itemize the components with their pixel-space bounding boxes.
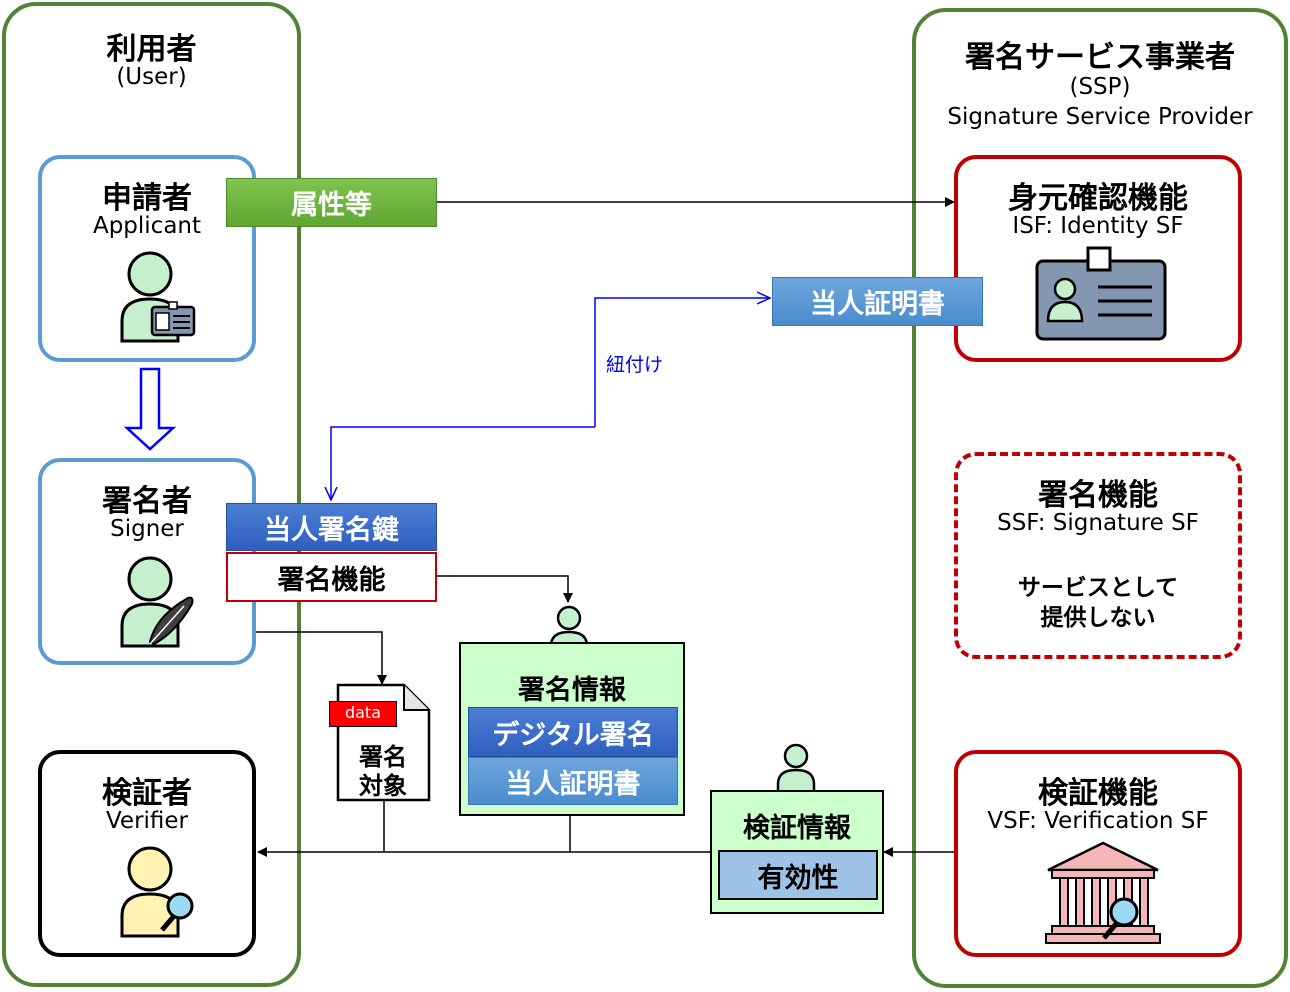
validity-label: 有効性 <box>718 850 878 900</box>
ssf-note-line2: 提供しない <box>1040 605 1156 631</box>
ssf-title: 署名機能 <box>1038 478 1158 513</box>
binding-arrow-to-key <box>331 426 595 500</box>
ssf-note-line1: サービスとして <box>1017 575 1179 601</box>
verifier-person-icon <box>120 846 194 938</box>
sign-to-signature-info-arrow <box>437 575 573 603</box>
verification-info-box: 検証情報 有効性 <box>710 790 884 914</box>
signer-to-document-arrow <box>256 631 387 685</box>
verification-info-title: 検証情報 <box>743 813 851 844</box>
user-panel-title: 利用者 <box>106 32 197 67</box>
document-line1: 署名 <box>359 743 407 771</box>
applicant-to-signer-arrow <box>123 367 177 451</box>
document-data-tag: data <box>329 701 397 727</box>
signer-title: 署名者 <box>102 484 192 519</box>
ssp-panel-subtitle-full: Signature Service Provider <box>947 104 1253 130</box>
isf-title: 身元確認機能 <box>1008 181 1188 216</box>
ssf-box: 署名機能 SSF: Signature SF サービスとして 提供しない <box>954 452 1242 659</box>
vsf-subtitle: VSF: Verification SF <box>987 808 1209 834</box>
verifier-title: 検証者 <box>102 776 192 811</box>
applicant-person-icon <box>120 251 196 343</box>
applicant-subtitle: Applicant <box>92 213 202 239</box>
ssf-subtitle: SSF: Signature SF <box>997 510 1199 536</box>
vsf-box: 検証機能 VSF: Verification SF <box>954 750 1242 957</box>
isf-subtitle: ISF: Identity SF <box>1012 213 1184 239</box>
signing-key-label: 当人署名鍵 <box>226 503 437 551</box>
signer-person-icon <box>120 556 194 648</box>
signature-info-certificate-label: 当人証明書 <box>468 757 678 805</box>
verifier-box: 検証者 Verifier <box>38 750 256 957</box>
signing-function-label: 署名機能 <box>226 552 437 602</box>
ssp-panel-title: 署名サービス事業者 <box>965 40 1235 75</box>
signer-subtitle: Signer <box>110 516 184 542</box>
id-card-icon <box>1035 246 1167 341</box>
isf-box: 身元確認機能 ISF: Identity SF <box>954 155 1242 362</box>
binding-label: 紐付け <box>606 354 664 376</box>
digital-signature-label: デジタル署名 <box>468 707 678 757</box>
binding-arrow-to-certificate <box>594 298 770 427</box>
signer-box: 署名者 Signer <box>38 458 256 665</box>
document-line2: 対象 <box>359 772 407 800</box>
attributes-label: 属性等 <box>226 178 437 227</box>
applicant-box: 申請者 Applicant <box>38 155 256 362</box>
ssp-panel-subtitle-abbr: (SSP) <box>1069 74 1131 100</box>
verifier-subtitle: Verifier <box>105 808 189 834</box>
institution-icon <box>1045 841 1161 944</box>
user-panel-subtitle: (User) <box>116 64 187 90</box>
signature-info-title: 署名情報 <box>518 675 626 706</box>
certificate-label: 当人証明書 <box>772 277 983 326</box>
vsf-title: 検証機能 <box>1038 776 1158 811</box>
signature-info-box: 署名情報 デジタル署名 当人証明書 <box>459 642 685 816</box>
applicant-title: 申請者 <box>102 181 192 216</box>
